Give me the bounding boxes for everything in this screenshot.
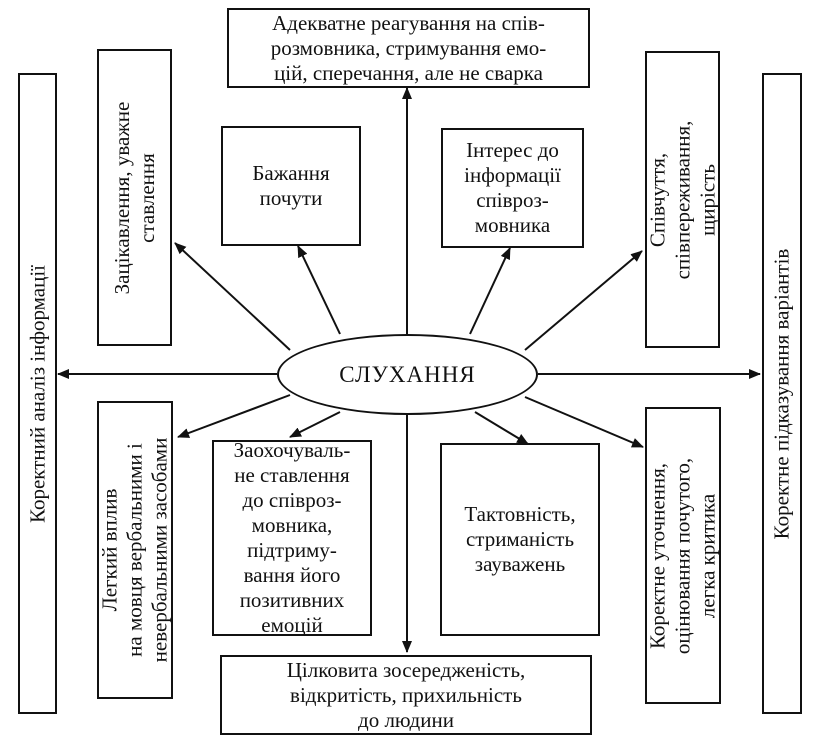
arrow-to-upper-right-outer [524, 250, 643, 351]
lower-left-inner-line-2: не ставлення [234, 463, 350, 487]
bottom-line-2: відкритість, прихильність [290, 682, 522, 707]
center-label: СЛУХАННЯ [339, 361, 476, 387]
arrow-to-lower-left-outer [177, 394, 291, 438]
lower-right-outer-line-1: Коректне уточнення, [645, 462, 670, 649]
top-box: Адекватне реагування на спів- розмовника… [227, 8, 590, 88]
lower-right-inner-box: Тактовність, стриманість зауважень [440, 443, 600, 636]
upper-left-outer-box: Зацікавлення, уважне ставлення [97, 49, 172, 346]
arrow-to-upper-left-inner [297, 245, 341, 335]
far-right-text: Коректне підказування варіантів [769, 248, 794, 539]
lower-right-inner-line-2: стриманість [465, 527, 575, 551]
far-left-text: Коректний аналіз інформації [25, 264, 49, 523]
lower-left-outer-box: Легкий вплив на мовця вербальними і неве… [97, 401, 173, 699]
lower-right-inner-line-1: Тактовність, [464, 502, 576, 526]
lower-left-inner-line-3: до співроз- [242, 488, 342, 512]
top-line-3: цій, сперечання, але не сварка [274, 60, 543, 85]
upper-right-inner-line-1: Інтерес до [466, 138, 559, 162]
lower-left-inner-line-7: позитивних [239, 588, 345, 612]
lower-left-inner-line-6: вання його [243, 563, 341, 587]
upper-right-outer-line-2: співпереживання, [670, 120, 694, 279]
upper-left-outer-line-2: ставлення [134, 152, 159, 243]
arrow-to-lower-right-outer [524, 396, 644, 448]
upper-left-inner-line-1: Бажання [252, 161, 330, 185]
top-line-2: розмовника, стримування емо- [270, 35, 547, 60]
lower-left-inner-line-1: Заохочуваль- [233, 438, 351, 462]
lower-right-outer-line-2: оцінювання почутого, [670, 457, 695, 654]
lower-right-outer-box: Коректне уточнення, оцінювання почутого,… [645, 407, 721, 704]
lower-left-inner-box: Заохочуваль- не ставлення до співроз- мо… [212, 438, 372, 637]
upper-left-inner-box: Бажання почути [221, 126, 361, 246]
upper-right-outer-box: Співчуття, співпереживання, щирість [645, 51, 720, 348]
lower-left-outer-line-3: невербальними засобами [147, 437, 172, 663]
upper-left-outer-line-1: Зацікавлення, уважне [109, 101, 134, 294]
bottom-line-3: до людини [358, 707, 454, 732]
lower-left-inner-line-4: мовника, [251, 513, 333, 537]
arrow-to-lower-right-inner [474, 411, 529, 445]
upper-right-inner-line-3: співроз- [476, 188, 549, 212]
lower-right-outer-line-3: легка критика [695, 493, 720, 618]
top-box-text: Адекватне реагування на спів- розмовника… [271, 11, 547, 86]
far-left-box: Коректний аналіз інформації [18, 73, 57, 714]
upper-right-outer-line-1: Співчуття, [645, 152, 669, 247]
upper-right-inner-box: Інтерес до інформації співроз- мовника [441, 128, 584, 248]
upper-left-inner-line-2: почути [259, 186, 323, 210]
upper-right-inner-line-4: мовника [474, 213, 551, 237]
center-ellipse: СЛУХАННЯ [277, 334, 538, 415]
bottom-box: Цілковита зосередженість, відкритість, п… [220, 655, 592, 735]
lower-left-outer-line-1: Легкий вплив [97, 488, 122, 612]
top-line-1: Адекватне реагування на спів- [272, 10, 545, 35]
arrow-to-lower-left-inner [289, 411, 341, 438]
upper-right-outer-line-3: щирість [695, 163, 719, 236]
lower-left-inner-line-5: підтриму- [247, 538, 337, 562]
lower-left-inner-line-8: емоцій [261, 613, 323, 637]
arrow-to-upper-left-outer [174, 242, 291, 351]
bottom-line-1: Цілковита зосередженість, [286, 657, 526, 682]
far-right-box: Коректне підказування варіантів [762, 73, 802, 714]
lower-left-outer-line-2: на мовця вербальними і [122, 443, 147, 657]
lower-right-inner-line-3: зауважень [474, 552, 566, 576]
upper-right-inner-line-2: інформації [464, 163, 561, 187]
arrow-to-upper-right-inner [469, 247, 511, 335]
